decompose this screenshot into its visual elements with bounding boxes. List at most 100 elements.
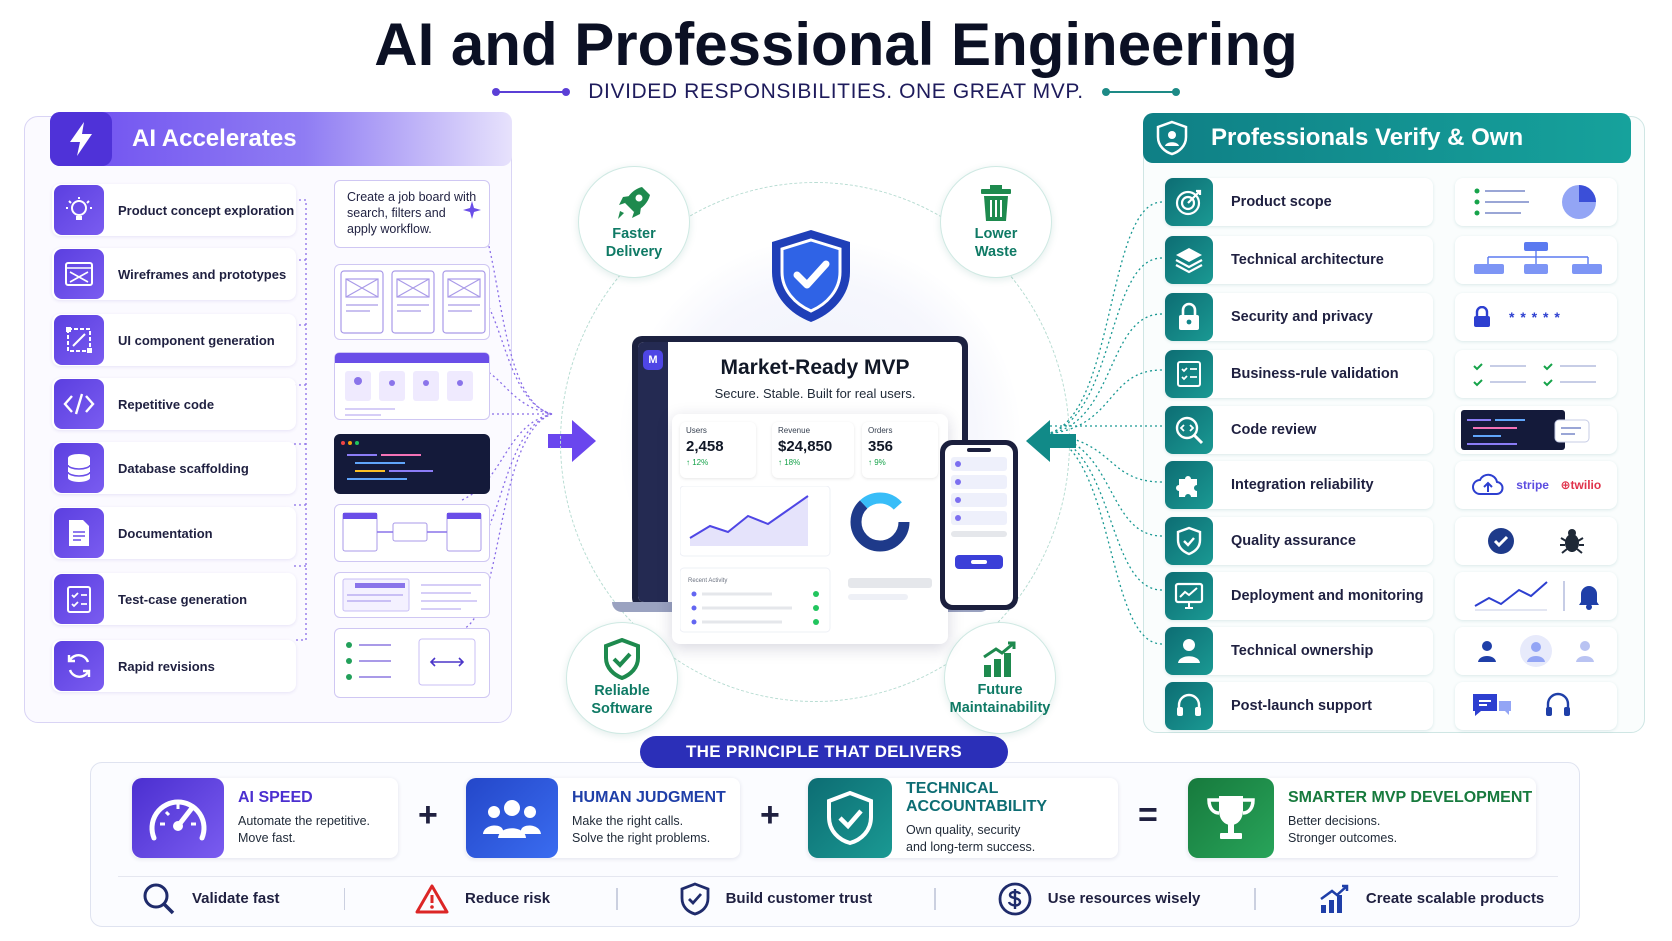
center-shield-icon [772,230,850,322]
ai-item-ui-components: UI component generation [52,314,296,366]
benefit-label: Use resources wisely [1047,890,1201,907]
prompt-card: Create a job board with search, filters … [334,180,490,248]
line-chart-graphic [1474,581,1548,611]
pro-item-label: Technical ownership [1231,643,1374,659]
card-title: AI SPEED [238,789,313,806]
card-ai-speed: AI SPEED Automate the repetitive.Move fa… [132,778,398,858]
ai-item-database: Database scaffolding [52,442,296,494]
shield-check-icon [604,638,640,680]
pro-item-label: Business-rule validation [1231,366,1399,382]
stat-users: Users 2,458 ↑ 12% [680,422,756,478]
pro-item-label: Code review [1231,422,1317,438]
benefit-label: Validate fast [192,890,280,907]
component-thumbnail-graphic [345,371,473,416]
rules-icon [1165,350,1213,398]
mvp-subtitle: Secure. Stable. Built for real users. [714,386,916,401]
pro-item-integration: Integration reliability [1165,461,1433,509]
card-line: Own quality, security [906,823,1021,837]
rocket-icon [618,187,650,219]
lightbulb-icon [54,185,104,235]
phone-mockup [940,440,1018,610]
shield-check-icon [808,778,892,858]
arrow-left-icon [1026,420,1076,462]
component-icon [54,315,104,365]
divider [1254,887,1256,910]
card-line: Make the right calls. [572,814,684,828]
validation-checks-graphic [1473,363,1596,387]
stripe-logo: stripe [1516,478,1549,492]
stat-label: Users [686,426,707,435]
badge-label: Future Maintainability [949,682,1051,716]
person-icon [1478,641,1496,662]
pro-item-label: Deployment and monitoring [1231,588,1424,604]
security-thumbnail: * * * * * [1455,293,1617,341]
stat-orders: Orders 356 ↑ 9% [862,422,938,478]
page-title: AI and Professional Engineering [374,11,1298,78]
speedometer-icon [132,778,224,858]
pro-item-label: Technical architecture [1231,252,1384,268]
code-editor-graphic [1461,410,1590,450]
divider [616,887,618,910]
benefit-label: Create scalable products [1365,890,1545,907]
monitoring-thumbnail [1455,572,1617,620]
database-thumbnail-graphic [342,512,482,552]
stat-delta: ↑ 12% [686,458,709,467]
benefit-resources: Use resources wisely [998,882,1201,916]
code-thumbnail [334,434,490,494]
pro-panel-header: Professionals Verify & Own [1143,113,1631,163]
ai-item-label: Rapid revisions [118,658,215,674]
qa-thumbnail [1455,517,1617,565]
trophy-icon [1188,778,1274,858]
checklist-icon [54,574,104,624]
headset-icon [1546,692,1570,716]
subtitle-line-right [1101,88,1180,96]
benefits-row: Validate fast Reduce risk Build customer… [118,876,1558,920]
ai-item-wireframes: Wireframes and prototypes [52,248,296,300]
ai-item-label: Test-case generation [118,591,248,607]
warning-icon [415,884,449,913]
divider [1563,581,1565,611]
lightning-icon [50,112,112,166]
divider [934,887,936,910]
twilio-logo: ⊕twilio [1560,478,1602,492]
wireframe-thumbnail [334,264,490,340]
subtitle-line-left [492,88,571,96]
documentation-thumbnail [334,572,490,618]
equals-operator: = [1138,796,1158,834]
growth-icon [1320,884,1349,913]
pro-item-ownership: Technical ownership [1165,627,1433,675]
card-line: and long-term success. [906,840,1036,854]
ai-item-label: Database scaffolding [118,460,249,476]
card-desc: Better decisions.Stronger outcomes. [1288,813,1532,847]
plus-operator: + [760,796,780,834]
benefit-label: Build customer trust [725,890,873,907]
badge-lower-waste: Lower Waste [940,166,1052,278]
divider [343,887,346,910]
page-subtitle: DIVIDED RESPONSIBILITIES. ONE GREAT MVP. [588,80,1084,103]
check-circle-icon [1488,528,1514,554]
card-desc: Make the right calls. Solve the right pro… [572,813,726,847]
search-icon [143,883,175,914]
ai-item-label: UI component generation [118,332,275,348]
component-thumbnail [334,352,490,420]
pro-item-deployment: Deployment and monitoring [1165,572,1433,620]
card-line: Solve the right problems. [572,831,711,845]
ai-item-label: Documentation [118,525,213,541]
monitor-chart-icon [1165,572,1213,620]
password-mask: * * * * * [1509,309,1561,325]
recent-activity-label: Recent Activity [688,578,727,584]
bug-icon [1560,529,1584,554]
twilio-label: twilio [1570,478,1602,492]
database-thumbnail [334,504,490,562]
benefit-label: Reduce risk [465,890,551,907]
target-icon [1165,178,1213,226]
person-faded-icon [1576,641,1594,662]
phone-graphics [951,448,1007,569]
pro-item-product-scope: Product scope [1165,178,1433,226]
person-highlight-icon [1520,635,1552,667]
pro-panel-title: Professionals Verify & Own [1211,124,1524,151]
architecture-thumbnail [1455,236,1617,284]
shield-check-icon [680,882,709,915]
card-human-judgment: HUMAN JUDGMENT Make the right calls.Solv… [466,778,740,858]
wireframe-thumbnail-graphic [340,270,486,334]
